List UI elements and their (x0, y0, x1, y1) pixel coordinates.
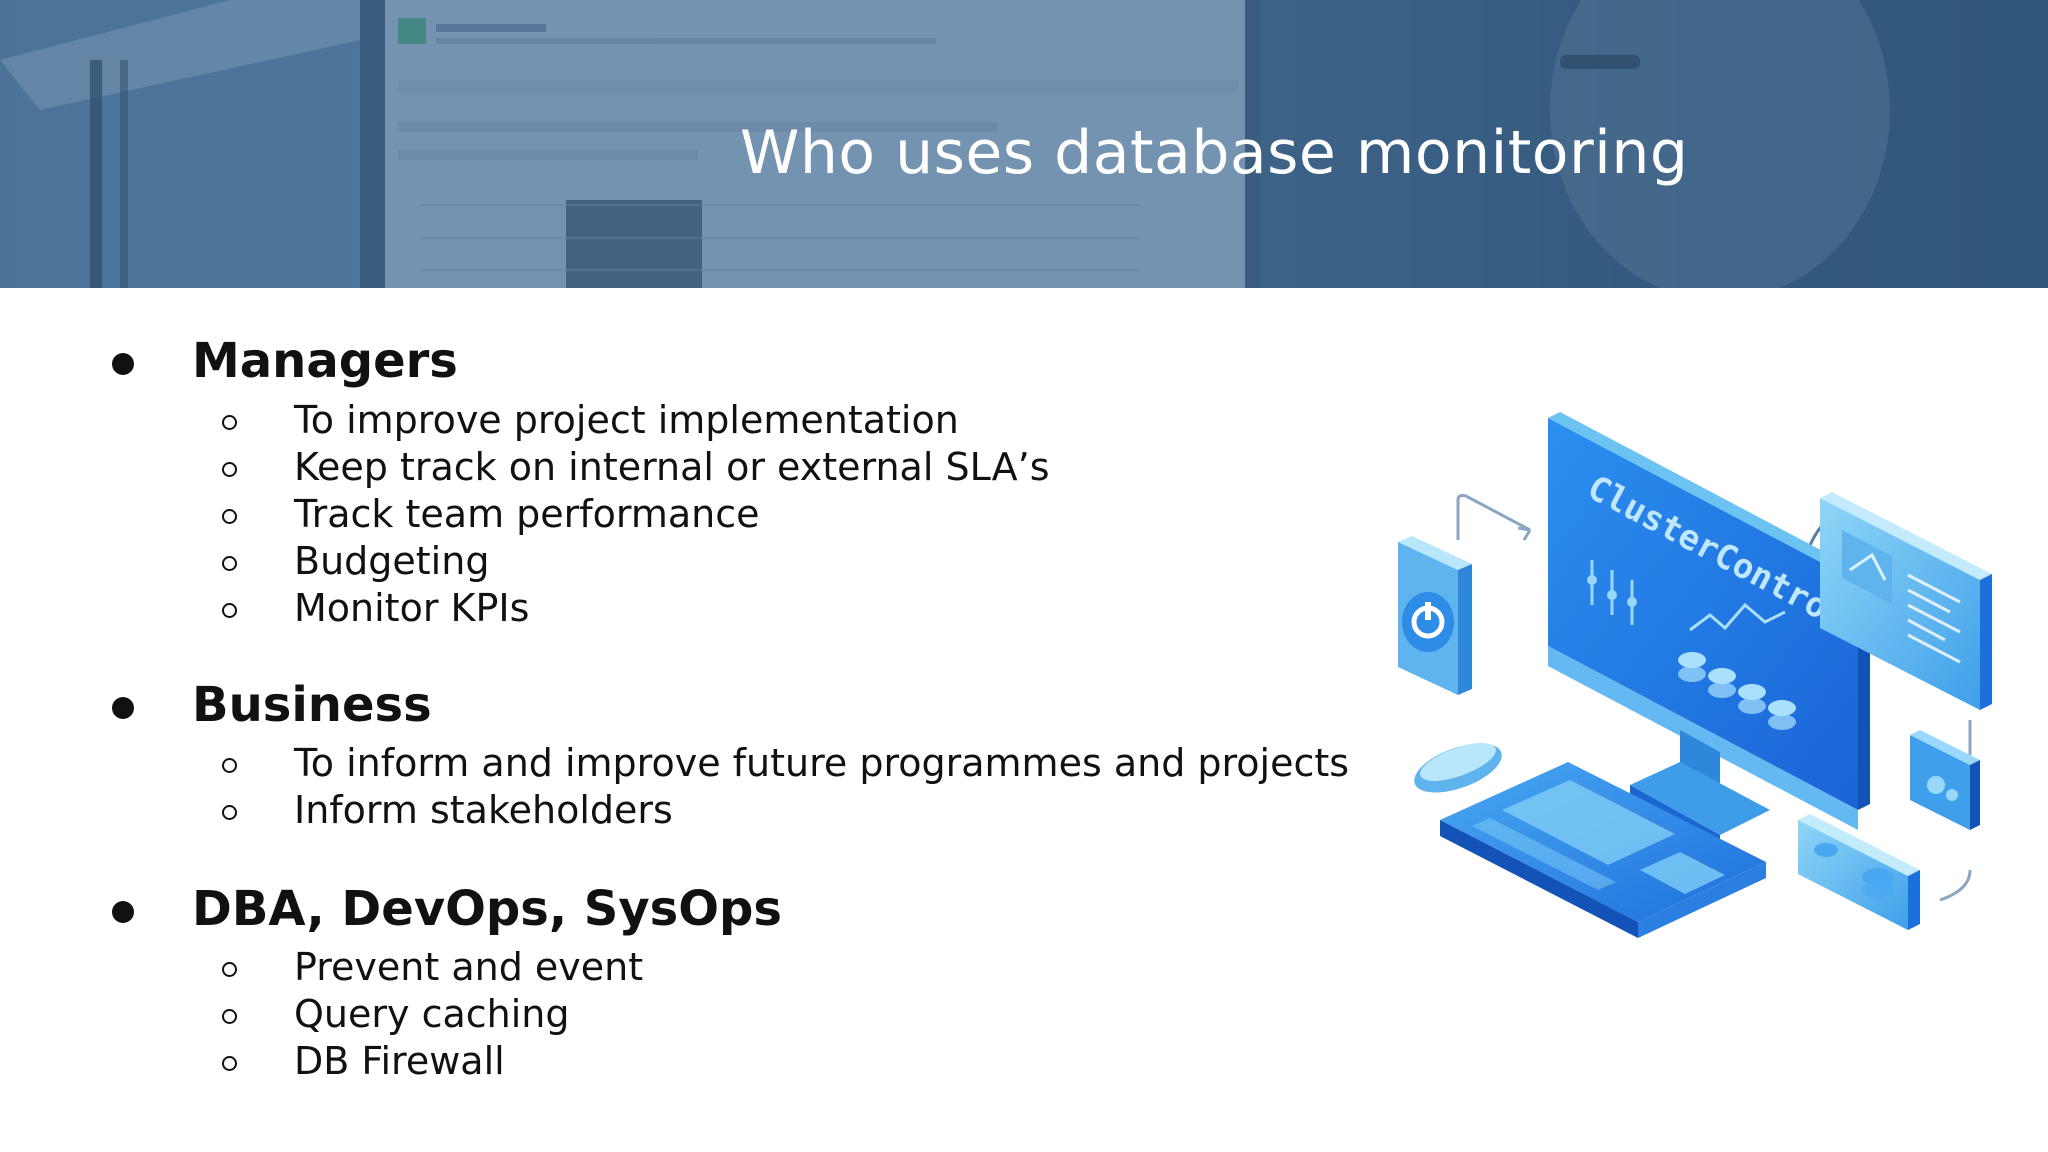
settings-panel-icon (1910, 730, 1980, 830)
list-item: Prevent and event (294, 945, 644, 989)
list-item: Monitor KPIs (294, 586, 530, 630)
sub-bullet-icon (222, 556, 237, 571)
group-heading: Business (192, 677, 432, 733)
sub-bullet-icon (222, 805, 237, 820)
database-panel-icon (1798, 814, 1920, 930)
sub-bullet-icon (222, 1009, 237, 1024)
power-panel-icon (1398, 536, 1472, 695)
list-item: To improve project implementation (294, 398, 959, 442)
sub-bullet-icon (222, 962, 237, 977)
bullet-icon (112, 697, 134, 719)
mouse-icon (1414, 743, 1502, 793)
list-item: Keep track on internal or external SLA’s (294, 445, 1050, 489)
keyboard-icon (1440, 762, 1766, 938)
sub-bullet-icon (222, 603, 237, 618)
bullet-icon (112, 901, 134, 923)
group-heading: Managers (192, 333, 458, 389)
computer-illustration-icon: ClusterControl (1398, 412, 1992, 938)
sub-bullet-icon (222, 1056, 237, 1071)
sub-bullet-icon (222, 509, 237, 524)
sub-bullet-icon (222, 415, 237, 430)
list-item: DB Firewall (294, 1039, 505, 1083)
chart-panel-icon (1820, 492, 1992, 710)
header-banner: Who uses database monitoring (0, 0, 2048, 288)
list-item: Query caching (294, 992, 570, 1036)
slide-title: Who uses database monitoring (740, 118, 1689, 188)
bullet-icon (112, 353, 134, 375)
list-item: Inform stakeholders (294, 788, 673, 832)
group-heading: DBA, DevOps, SysOps (192, 881, 782, 937)
banner-background-photo (0, 0, 2048, 288)
list-item: Budgeting (294, 539, 490, 583)
clustercontrol-illustration: ClusterControl (1380, 390, 2020, 970)
list-item: Track team performance (294, 492, 760, 536)
list-item: To inform and improve future programmes … (294, 741, 1350, 785)
connector-arrow-icon (1456, 494, 1531, 540)
sub-bullet-icon (222, 758, 237, 773)
sub-bullet-icon (222, 462, 237, 477)
